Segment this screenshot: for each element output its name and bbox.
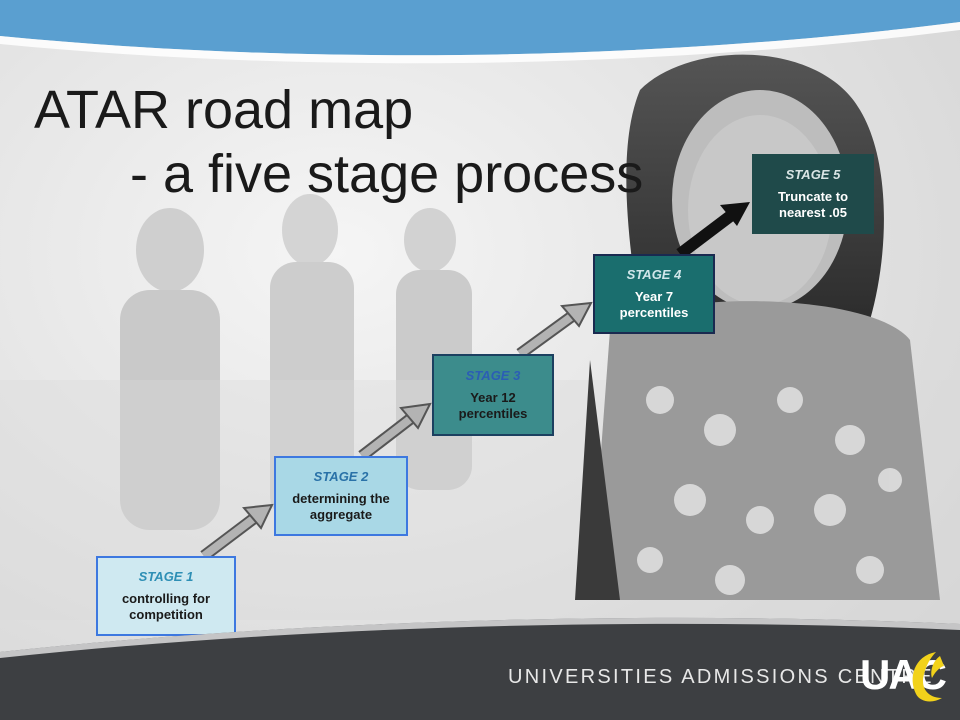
stage-4-description: Year 7 percentiles bbox=[619, 289, 689, 320]
stage-1-label: STAGE 1 bbox=[138, 569, 194, 584]
stage-4-label: STAGE 4 bbox=[626, 267, 682, 282]
stage-3-box: STAGE 3 Year 12 percentiles bbox=[432, 354, 554, 436]
stage-2-description: determining the aggregate bbox=[292, 491, 390, 522]
arrow-stage2-to-3 bbox=[358, 402, 432, 461]
title-line-2: - a five stage process bbox=[130, 144, 644, 204]
slide-title: ATAR road map - a five stage process bbox=[34, 78, 643, 206]
title-line-1: ATAR road map bbox=[34, 80, 414, 140]
uac-logo-swoosh-icon bbox=[912, 652, 944, 702]
footer-band bbox=[0, 617, 960, 720]
arrow-stage3-to-4 bbox=[516, 301, 593, 359]
stage-3-label: STAGE 3 bbox=[465, 368, 521, 383]
stage-3-description: Year 12 percentiles bbox=[458, 390, 528, 421]
footer-organisation-name: UNIVERSITIES ADMISSIONS CENTRE bbox=[508, 666, 934, 688]
stage-5-box: STAGE 5 Truncate to nearest .05 bbox=[752, 154, 874, 234]
stage-5-description: Truncate to nearest .05 bbox=[777, 189, 849, 220]
stage-4-box: STAGE 4 Year 7 percentiles bbox=[593, 254, 715, 334]
top-wave-band bbox=[0, 0, 960, 64]
uac-logo: UAC bbox=[860, 646, 947, 704]
stage-5-label: STAGE 5 bbox=[785, 167, 841, 182]
arrow-stage4-to-5 bbox=[676, 202, 750, 259]
stage-2-box: STAGE 2 determining the aggregate bbox=[274, 456, 408, 536]
stage-1-box: STAGE 1 controlling for competition bbox=[96, 556, 236, 636]
stage-2-label: STAGE 2 bbox=[313, 469, 369, 484]
arrow-stage1-to-2 bbox=[200, 503, 274, 561]
stage-1-description: controlling for competition bbox=[121, 591, 211, 622]
